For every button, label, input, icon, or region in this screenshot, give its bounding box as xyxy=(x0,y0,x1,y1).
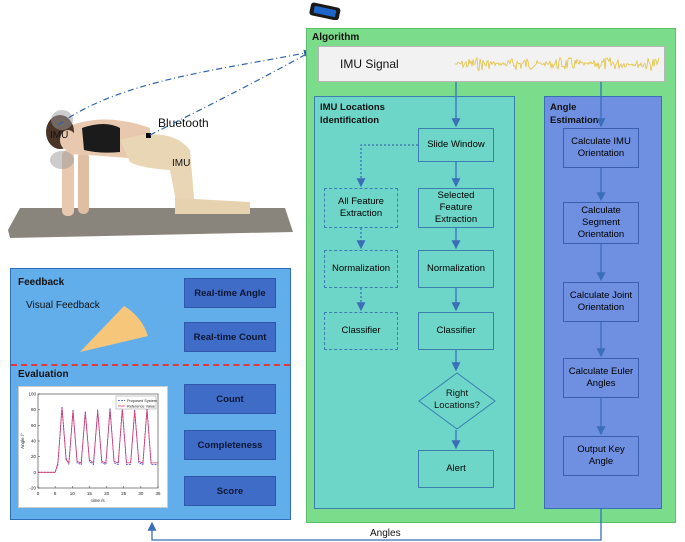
y-tick-label: 100 xyxy=(28,392,36,397)
y-tick-label: 0 xyxy=(33,470,36,475)
imu-signal-wave xyxy=(455,56,660,72)
x-tick-label: 10 xyxy=(70,491,76,496)
evaluation-title: Evaluation xyxy=(18,369,69,380)
y-axis-label: Angle /° xyxy=(20,433,25,449)
normalization-box: Normalization xyxy=(418,250,494,288)
y-tick-label: 40 xyxy=(31,439,37,444)
angle-step-box: Calculate Segment Orientation xyxy=(563,202,639,244)
right-locations-label: Right Locations? xyxy=(434,388,480,411)
x-axis-label: time /s xyxy=(91,498,105,503)
angle-step-box: Calculate IMU Orientation xyxy=(563,128,639,168)
x-tick-label: 30 xyxy=(138,491,144,496)
y-tick-label: 20 xyxy=(31,454,37,459)
chart-legend xyxy=(115,395,157,410)
classifier-box: Classifier xyxy=(418,312,494,350)
right-locations-diamond xyxy=(418,372,496,430)
selected-feature-box: Selected Feature Extraction xyxy=(418,188,494,228)
visual-feedback-label: Visual Feedback xyxy=(26,300,100,311)
angles-label: Angles xyxy=(368,528,403,539)
all-feature-box: All Feature Extraction xyxy=(324,188,398,228)
person-illustration xyxy=(0,90,300,245)
count-button[interactable]: Count xyxy=(184,384,276,414)
bluetooth-label: Bluetooth xyxy=(158,116,209,130)
normalization-dashed-box: Normalization xyxy=(324,250,398,288)
realtime-angle-button[interactable]: Real-time Angle xyxy=(184,278,276,308)
imu-head-label: IMU xyxy=(50,130,69,141)
signal-wave-line xyxy=(455,56,660,72)
completeness-button[interactable]: Completeness xyxy=(184,430,276,460)
y-tick-label: -20 xyxy=(29,486,36,491)
imu-signal-label: IMU Signal xyxy=(340,57,399,71)
section-divider xyxy=(11,364,290,366)
x-tick-label: 15 xyxy=(87,491,93,496)
angle-estimation-title: Angle Estimation xyxy=(550,102,599,126)
visual-feedback-wedge xyxy=(80,306,148,352)
slide-window-box: Slide Window xyxy=(418,128,494,162)
imu-locations-panel xyxy=(314,96,515,509)
realtime-count-button[interactable]: Real-time Count xyxy=(184,322,276,352)
imu-knee-label: IMU xyxy=(172,158,191,169)
feedback-title: Feedback xyxy=(18,277,65,288)
x-tick-label: 0 xyxy=(37,491,40,496)
angle-step-box: Calculate Joint Orientation xyxy=(563,282,639,322)
angle-step-box: Output Key Angle xyxy=(563,436,639,476)
x-tick-label: 25 xyxy=(121,491,127,496)
algorithm-title: Algorithm xyxy=(312,32,360,43)
angle-step-box: Calculate Euler Angles xyxy=(563,358,639,398)
x-tick-label: 35 xyxy=(155,491,161,496)
legend-label: Reference Value xyxy=(127,405,155,409)
alert-box: Alert xyxy=(418,450,494,488)
series-line xyxy=(38,408,158,473)
x-tick-label: 5 xyxy=(54,491,57,496)
y-tick-label: 80 xyxy=(31,407,37,412)
classifier-dashed-box: Classifier xyxy=(324,312,398,350)
phone-icon xyxy=(308,2,342,21)
score-button[interactable]: Score xyxy=(184,476,276,506)
x-tick-label: 20 xyxy=(104,491,110,496)
y-tick-label: 60 xyxy=(31,423,37,428)
legend-label: Proposed System xyxy=(127,399,157,403)
imu-locations-title: IMU Locations Identification xyxy=(320,102,385,126)
